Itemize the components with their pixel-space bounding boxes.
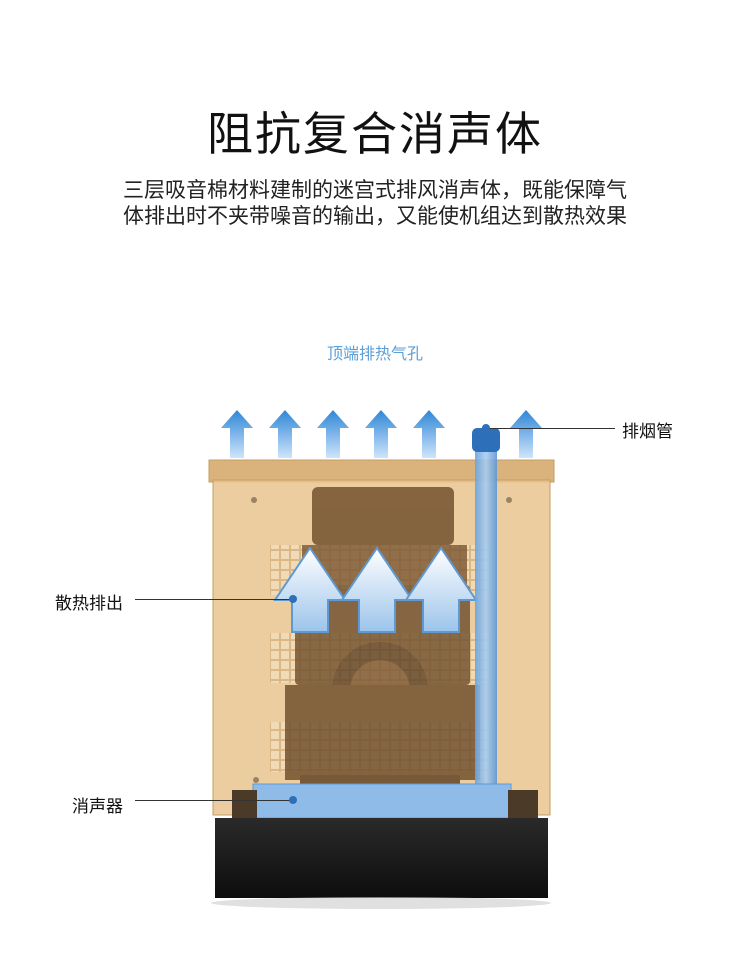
top-heat-arrows <box>221 410 542 458</box>
heat-arrow-icon <box>269 410 301 458</box>
callout-line-muffler <box>135 800 293 801</box>
callout-dot-exhaust <box>482 424 490 432</box>
callout-muffler: 消声器 <box>72 797 123 817</box>
heat-arrow-icon <box>365 410 397 458</box>
top-vent-label: 顶端排热气孔 <box>326 344 423 363</box>
description: 三层吸音棉材料建制的迷宫式排风消声体，既能保障气 体排出时不夹带噪音的输出，又能… <box>80 177 670 229</box>
heat-arrow-icon <box>510 410 542 458</box>
description-line-2: 体排出时不夹带噪音的输出，又能使机组达到散热效果 <box>123 204 627 228</box>
heat-arrow-icon <box>317 410 349 458</box>
callout-dot-heat <box>289 595 297 603</box>
heat-arrow-icon <box>413 410 445 458</box>
engine <box>285 487 480 789</box>
muffler <box>232 783 538 819</box>
page-title: 阻抗复合消声体 <box>207 107 543 161</box>
heat-arrow-icon <box>221 410 253 458</box>
callout-line-heat <box>135 599 293 600</box>
callout-heat-out: 散热排出 <box>55 594 123 614</box>
exhaust-pipe <box>472 428 500 790</box>
description-line-1: 三层吸音棉材料建制的迷宫式排风消声体，既能保障气 <box>123 178 627 202</box>
callout-exhaust-pipe: 排烟管 <box>622 422 673 442</box>
callout-line-exhaust <box>490 428 615 429</box>
callout-dot-muffler <box>289 796 297 804</box>
base <box>211 818 551 909</box>
internal-airflow-arrows <box>273 546 478 633</box>
airflow-arrow-icon <box>404 546 478 633</box>
